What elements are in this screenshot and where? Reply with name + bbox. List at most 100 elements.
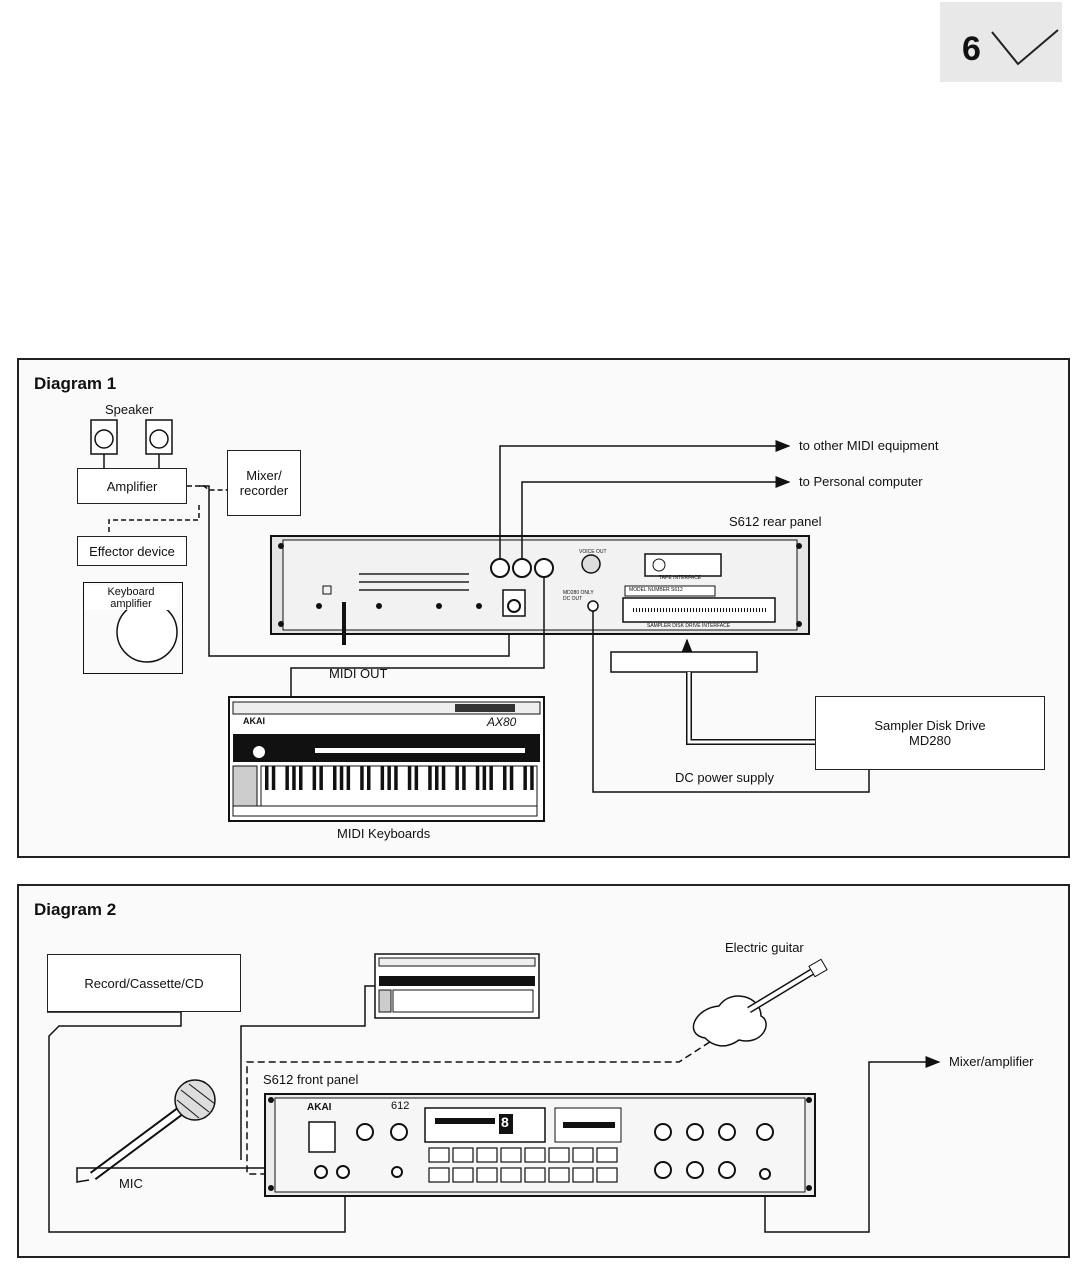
rear-tape-interface-label: TAPE INTERFACE [659, 575, 702, 581]
black-key [285, 766, 289, 790]
keyboard-small-icon [374, 953, 540, 1019]
ax80-midi-keyboard-icon [228, 696, 545, 822]
front-panel-button [548, 1147, 570, 1163]
page-number: 6 [962, 30, 981, 68]
electric-guitar-icon [692, 958, 828, 1047]
black-key [530, 766, 534, 790]
black-key [265, 766, 269, 790]
black-key [367, 766, 371, 790]
black-key [523, 766, 527, 790]
front-panel-button [572, 1147, 594, 1163]
black-key [475, 766, 480, 790]
dc-power-supply-label: DC power supply [675, 770, 774, 785]
knob-icon [356, 1123, 374, 1141]
record-cassette-cd-box: Record/Cassette/CD [47, 954, 241, 1012]
diagram-2-title: Diagram 2 [34, 900, 117, 919]
front-panel-button [524, 1147, 546, 1163]
keyboard-amplifier-text: Keyboard amplifier [107, 586, 155, 610]
black-key [435, 766, 439, 790]
power-switch-icon [308, 1121, 336, 1153]
rear-voice-out-label: VOICE OUT [579, 549, 607, 555]
rear-disk-interface-label: SAMPLER DISK DRIVE INTERFACE [647, 623, 731, 629]
front-panel-button [596, 1167, 618, 1183]
front-panel-button [596, 1147, 618, 1163]
page-number-badge [940, 2, 1062, 82]
black-key [380, 766, 385, 790]
black-key [387, 766, 391, 790]
black-key [271, 766, 276, 790]
black-key [489, 766, 493, 790]
diagram-1-title: Diagram 1 [34, 374, 117, 393]
front-panel-button [428, 1167, 450, 1183]
midi-thru-jack-icon [534, 558, 554, 578]
mic-label: MIC [119, 1176, 143, 1191]
midi-out-jack-icon [512, 558, 532, 578]
black-key [455, 766, 459, 790]
black-key [346, 766, 351, 790]
front-panel-button [524, 1167, 546, 1183]
keyboard-amplifier-label: Keyboard amplifier [85, 586, 177, 610]
black-key [441, 766, 446, 790]
knob-icon [390, 1123, 408, 1141]
front-panel-button [452, 1167, 474, 1183]
knob-icon [654, 1161, 672, 1179]
rear-model-label: MODEL NUMBER S612 [629, 587, 683, 593]
front-model: 612 [391, 1100, 410, 1112]
front-brand: AKAI [307, 1102, 332, 1113]
front-panel-button [428, 1147, 450, 1163]
black-key [407, 766, 412, 790]
front-panel-button [572, 1167, 594, 1183]
effector-device-box: Effector device [77, 536, 187, 566]
rear-panel-label: S612 rear panel [729, 514, 822, 529]
black-key [333, 766, 337, 790]
black-key [319, 766, 323, 790]
midi-keyboards-label: MIDI Keyboards [337, 826, 431, 841]
to-other-midi-label: to other MIDI equipment [799, 438, 939, 453]
rear-dc-out-text: MD280 ONLY DC OUT [563, 590, 594, 602]
s612-rear-panel-unit [270, 535, 810, 645]
knob-icon [654, 1123, 672, 1141]
black-key [394, 766, 398, 790]
sampler-disk-drive-box: Sampler Disk Drive MD280 [815, 696, 1045, 770]
sampler-disk-drive-label: Sampler Disk Drive MD280 [874, 718, 986, 748]
knob-icon [686, 1161, 704, 1179]
front-panel-button [476, 1167, 498, 1183]
front-display-digit: 8 [501, 1114, 509, 1130]
front-panel-button [500, 1167, 522, 1183]
front-panel-button [452, 1147, 474, 1163]
keyboard-model: AX80 [487, 715, 517, 729]
black-key [428, 766, 432, 790]
speaker-left-icon [90, 419, 118, 455]
keyboard-amplifier-box [83, 582, 183, 674]
keyboard-brand: AKAI [243, 716, 265, 726]
diagram-1-panel: Diagram 1 Speaker Amplifier Mixer/ recor… [17, 358, 1070, 858]
mixer-amplifier-label: Mixer/amplifier [949, 1054, 1034, 1069]
diagram-2-panel: Diagram 2 Record/Cassette/CD Electric gu… [17, 884, 1070, 1258]
front-panel-button [500, 1147, 522, 1163]
front-panel-button [476, 1147, 498, 1163]
front-panel-label: S612 front panel [263, 1072, 359, 1087]
black-key [503, 766, 507, 790]
knob-icon [686, 1123, 704, 1141]
mixer-recorder-box: Mixer/ recorder [227, 450, 301, 516]
knob-icon [718, 1123, 736, 1141]
midi-out-label: MIDI OUT [329, 666, 388, 681]
knob-icon [718, 1161, 736, 1179]
s612-front-panel-unit [264, 1093, 816, 1197]
to-personal-computer-label: to Personal computer [799, 474, 923, 489]
knob-icon [756, 1123, 774, 1141]
black-key [299, 766, 303, 790]
line-out-jack-icon [759, 1168, 771, 1180]
speaker-label: Speaker [105, 402, 154, 417]
diagram-1-drawing [90, 419, 876, 822]
front-panel-button [548, 1167, 570, 1183]
speaker-right-icon [145, 419, 173, 455]
mixer-recorder-label: Mixer/ recorder [239, 468, 289, 498]
black-key [509, 766, 514, 790]
black-key [312, 766, 317, 790]
diagram-2-drawing [47, 953, 941, 1233]
midi-in-jack-icon [490, 558, 510, 578]
line-jack-icon [336, 1165, 350, 1179]
mic-jack-icon [314, 1165, 328, 1179]
black-key [292, 766, 296, 790]
